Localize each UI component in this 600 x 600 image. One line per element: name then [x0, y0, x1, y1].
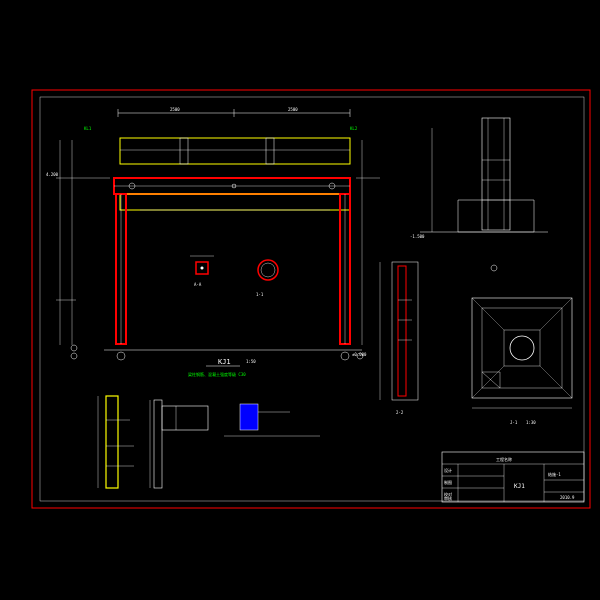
slab-detail	[224, 403, 320, 437]
section-a-label: A-A	[194, 282, 202, 287]
section-2-label: 2-2	[396, 410, 404, 415]
frame-title: KJ1	[218, 358, 231, 366]
beam-detail-2	[149, 399, 209, 489]
section-a-detail: A-A	[190, 255, 214, 287]
span-right-dim: 2500	[288, 107, 298, 112]
span-left-dim: 2500	[170, 107, 180, 112]
frame-kj1: 2500 2500	[46, 107, 380, 377]
drawing-inner-border	[39, 96, 585, 502]
section-1-label: 1-1	[256, 292, 264, 297]
section-2-detail: 2-2 ±0.000	[352, 261, 419, 415]
beam-mark-1: KL1	[84, 126, 92, 131]
title-row-3: 校对	[444, 491, 452, 497]
beam-mark-2: KL2	[350, 126, 358, 131]
elevation-bottom: -1.500	[410, 234, 425, 239]
title-block[interactable]: 工程名称 设计 制图 校对 审核 KJ1 结施-1 2010.9	[441, 451, 585, 503]
title-row-4: 审核	[444, 495, 452, 501]
column-elevation: -1.500	[410, 117, 548, 272]
title-row-1: 设计	[444, 467, 452, 473]
foundation-scale: 1:30	[526, 420, 536, 425]
foundation-label: J-1	[510, 420, 518, 425]
elevation-zero: ±0.000	[352, 352, 367, 357]
frame-scale: 1:50	[246, 359, 256, 364]
title-drawing-name: KJ1	[514, 483, 525, 490]
title-row-2: 制图	[444, 479, 452, 485]
title-project: 工程名称	[496, 456, 512, 462]
elevation-top: 4.200	[46, 172, 59, 177]
frame-note: 梁柱钢筋、混凝土强度等级 C30	[188, 371, 246, 377]
title-drawing-no: 结施-1	[548, 471, 561, 477]
foundation-plan: J-1 1:30	[471, 297, 573, 425]
drawing-border	[31, 89, 591, 509]
beam-detail-1	[97, 395, 134, 489]
section-1-detail: 1-1	[256, 259, 279, 297]
title-date: 2010.9	[560, 495, 575, 500]
